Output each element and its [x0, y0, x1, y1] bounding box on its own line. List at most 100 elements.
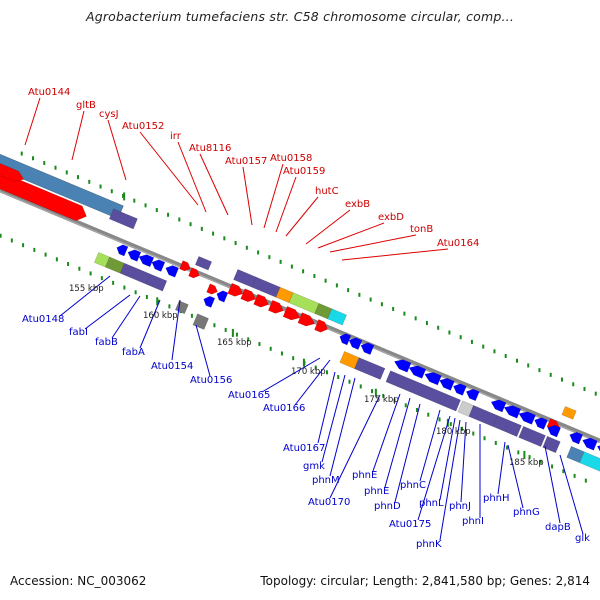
gene-label: exbB — [345, 199, 370, 210]
forward-gene-arrow — [0, 171, 87, 221]
label-leader — [263, 163, 284, 229]
label-leader — [139, 131, 199, 206]
label-leader — [321, 374, 346, 463]
reverse-gene-arrow — [339, 333, 352, 346]
reverse-gene-arrow — [216, 290, 229, 303]
cog-feature-box — [233, 269, 257, 288]
gene-label: Atu0154 — [151, 361, 193, 372]
gene-label: phnE — [364, 486, 389, 497]
label-leader — [439, 417, 456, 501]
scale-labels: 155 kbp 160 kbp 165 kbp 170 kbp 175 kbp … — [69, 284, 544, 468]
label-leader — [384, 397, 411, 488]
label-leader — [372, 393, 401, 472]
topology-label: Topology: circular; Length: 2,841,580 bp… — [260, 574, 590, 588]
forward-gene-arrow — [227, 282, 244, 297]
gene-features — [0, 153, 600, 472]
label-leader — [171, 299, 181, 361]
gene-label: Atu0152 — [122, 121, 164, 132]
gene-label: Atu0165 — [228, 390, 270, 401]
gene-label: phnI — [462, 516, 484, 527]
gene-label: glk — [575, 533, 590, 544]
gene-label: Atu0167 — [283, 443, 325, 454]
cog-feature-box — [561, 406, 577, 420]
reverse-gene-arrow — [165, 265, 180, 278]
gene-label: phnG — [513, 507, 540, 518]
cog-feature-box — [108, 208, 138, 230]
reverse-gene-arrow — [393, 359, 412, 373]
forward-gene-arrow — [282, 306, 301, 321]
cog-feature-box — [492, 415, 522, 437]
forward-gene-arrow — [253, 293, 269, 308]
gene-label: Atu0159 — [283, 166, 325, 177]
gene-label: phnE — [352, 470, 377, 481]
cog-feature-box — [354, 357, 386, 380]
label-leader — [24, 97, 41, 146]
gene-label: phnC — [400, 480, 426, 491]
gene-label: Atu0157 — [225, 156, 267, 167]
label-leaders — [24, 97, 584, 541]
reverse-gene-arrow — [138, 254, 155, 268]
label-leader — [71, 110, 85, 161]
label-leader — [305, 209, 351, 245]
reverse-gene-arrow — [596, 445, 600, 452]
reverse-gene-arrow — [439, 377, 455, 391]
label-leader — [111, 295, 141, 339]
scale-label: 170 kbp — [291, 367, 326, 377]
reverse-gene-arrow — [569, 432, 584, 445]
reverse-gene-arrow — [116, 244, 129, 257]
forward-gene-arrow — [179, 260, 191, 272]
scale-label: 180 kbp — [436, 427, 471, 437]
reverse-gene-arrow — [424, 372, 442, 386]
gene-label: Atu0175 — [389, 519, 431, 530]
scale-label: 160 kbp — [143, 311, 178, 321]
scale-label: 185 kbp — [509, 458, 544, 468]
label-leader — [497, 441, 506, 495]
label-leader — [275, 176, 297, 233]
gene-label: exbD — [378, 212, 404, 223]
cog-feature-box — [145, 273, 168, 292]
reverse-gene-arrow — [408, 365, 427, 379]
label-leader — [507, 444, 524, 509]
accession-label: Accession: NC_003062 — [10, 574, 147, 588]
label-leader — [544, 445, 561, 524]
label-leader — [460, 421, 467, 503]
label-leader — [439, 419, 461, 541]
label-leader — [341, 248, 449, 261]
upper-gene-labels: Atu0144 gltB cysJ Atu0152 irr Atu8116 At… — [28, 87, 479, 249]
gene-label: Atu0144 — [28, 87, 70, 98]
label-leader — [419, 409, 441, 482]
scale-label: 155 kbp — [69, 284, 104, 294]
gene-label: gltB — [76, 100, 96, 111]
reverse-gene-arrow — [534, 417, 548, 430]
gene-label: Atu0148 — [22, 314, 64, 325]
gene-label: cysJ — [99, 109, 119, 120]
forward-gene-arrow — [240, 288, 257, 303]
label-leader — [329, 234, 417, 253]
gene-label: hutC — [315, 186, 339, 197]
label-leader — [59, 275, 111, 317]
reverse-gene-arrow — [151, 259, 166, 272]
gene-label: Atu0166 — [263, 403, 305, 414]
reverse-gene-arrow — [518, 411, 536, 425]
forward-gene-arrow — [297, 312, 316, 327]
lower-gene-labels: Atu0148 fabI fabB fabA Atu0154 Atu0156 A… — [22, 314, 590, 550]
cog-feature-box — [251, 276, 281, 298]
gene-label: phnL — [419, 498, 444, 509]
reverse-gene-arrow — [465, 388, 480, 402]
reverse-gene-arrow — [582, 437, 598, 451]
cog-feature-box — [468, 405, 498, 427]
reverse-gene-arrow — [348, 337, 363, 350]
cog-feature-box — [518, 425, 546, 447]
label-leader — [417, 415, 451, 521]
gene-label: irr — [170, 131, 182, 142]
label-leader — [317, 222, 385, 249]
forward-gene-arrow — [206, 283, 218, 295]
label-leader — [139, 299, 161, 349]
label-leader — [329, 394, 381, 499]
label-leader — [242, 166, 253, 226]
label-leader — [285, 196, 319, 237]
gene-label: dapB — [545, 522, 571, 533]
forward-gene-arrow — [314, 319, 328, 333]
label-leader — [84, 294, 131, 330]
gene-label: fabA — [122, 347, 145, 358]
